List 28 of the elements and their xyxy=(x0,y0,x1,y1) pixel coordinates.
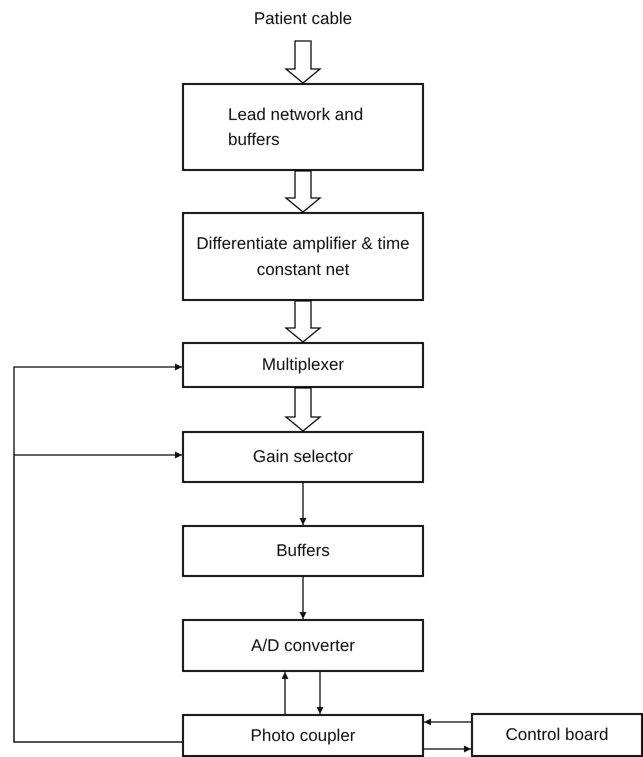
process-box xyxy=(182,342,424,388)
block-label: Multiplexer xyxy=(262,354,344,376)
block-label: Lead network and buffers xyxy=(228,104,364,151)
block-label: Photo coupler xyxy=(250,724,356,747)
process-box xyxy=(182,212,424,301)
process-box xyxy=(182,525,424,577)
arrow xyxy=(316,672,324,714)
arrow xyxy=(424,718,471,726)
process-box xyxy=(182,431,424,483)
arrow xyxy=(300,577,306,619)
block-arrow xyxy=(284,170,322,213)
arrow xyxy=(424,746,471,752)
arrow xyxy=(300,483,306,525)
arrow xyxy=(282,672,288,714)
process-box xyxy=(182,714,424,757)
block-label: Control board xyxy=(505,724,608,746)
block-label: Differentiate amplifier & time constant net xyxy=(195,233,411,280)
process-box xyxy=(182,619,424,672)
block-arrow xyxy=(284,387,322,432)
input-label: Patient cable xyxy=(254,8,352,30)
arrow xyxy=(13,452,182,743)
process-box xyxy=(471,713,643,757)
block-arrow xyxy=(284,300,322,343)
block-arrow xyxy=(284,40,322,84)
block-label: Gain selector xyxy=(252,446,354,468)
block-label: A/D converter xyxy=(251,634,355,657)
process-box xyxy=(182,83,424,171)
block-label: Buffers xyxy=(276,540,330,562)
